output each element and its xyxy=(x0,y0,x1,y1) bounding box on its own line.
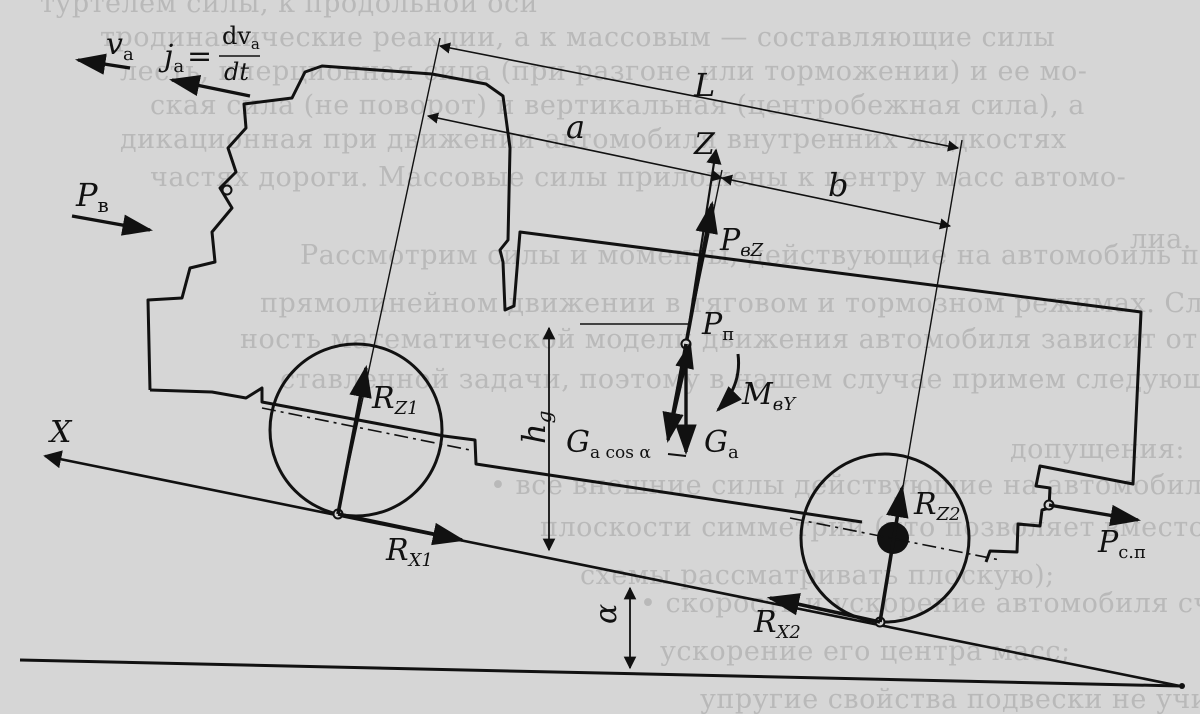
bg-line: прямолинейном движении в тяговом и тормо… xyxy=(260,288,1200,319)
front-axle-line xyxy=(261,407,471,451)
rear-normal-reaction-arrow xyxy=(878,484,909,623)
label-P-vZ: PвZ xyxy=(719,223,764,261)
lift-force-arrow xyxy=(684,200,718,345)
cab-hinge-dot xyxy=(221,184,233,196)
bg-line: плоскости симметрии (что позволяет вмест… xyxy=(540,512,1200,543)
label-j-numerator: dva xyxy=(222,22,260,53)
label-v-a: va xyxy=(106,27,134,65)
bg-line: ность математической модели движения авт… xyxy=(240,324,1200,355)
label-P-v: Pв xyxy=(75,176,109,217)
label-h-g: hg xyxy=(515,411,556,444)
label-Z: Z xyxy=(693,127,716,162)
velocity-arrow xyxy=(74,53,131,75)
vehicle-frame-lower xyxy=(149,386,863,524)
label-P-p: Pп xyxy=(701,307,734,345)
label-b: b xyxy=(828,166,848,204)
dim-a-line xyxy=(426,112,724,182)
hitch-force-arrow xyxy=(1048,503,1142,526)
label-R-X1: RX1 xyxy=(385,533,433,571)
bg-line: Рассмотрим силы и моменты, действующие н… xyxy=(300,240,1200,271)
label-R-Z2: RZ2 xyxy=(913,487,961,525)
moment-arc-arrow xyxy=(716,353,742,412)
label-M-vY: MвY xyxy=(741,377,797,415)
rear-tangential-reaction-arrow xyxy=(766,593,881,624)
dim-b-line xyxy=(720,174,952,230)
label-L: L xyxy=(693,66,715,104)
front-normal-reaction-arrow xyxy=(336,364,372,515)
label-j-denominator: dt xyxy=(224,58,249,86)
rear-axle-line xyxy=(789,517,1001,561)
vehicle-body-outline xyxy=(146,64,1143,563)
front-tangential-reaction-arrow xyxy=(337,512,466,546)
ground-line xyxy=(19,658,1181,688)
slope-x-axis xyxy=(43,450,1181,688)
bg-line: упругие свойства подвески не учитываются… xyxy=(700,684,1200,714)
air-drag-arrow xyxy=(71,214,154,236)
slope-origin-dot xyxy=(1179,683,1185,689)
bg-line: допущения: xyxy=(1010,434,1185,465)
label-j-a: ja= xyxy=(158,39,212,77)
gravity-triangle-base xyxy=(667,453,687,457)
acceleration-arrow xyxy=(169,75,251,98)
bg-line: лиа. xyxy=(1130,224,1192,255)
bg-line: туртелем силы, к продольной оси xyxy=(40,0,539,19)
label-a: a xyxy=(566,108,585,146)
label-G-a-cos: Ga cos α xyxy=(566,425,651,463)
label-R-X2: RX2 xyxy=(753,605,801,643)
bg-line: ускорение его центра масс; xyxy=(660,636,1071,667)
gravity-parallel-arrow xyxy=(666,341,694,441)
label-P-sp: Pс.п xyxy=(1097,525,1146,563)
dim-L-line xyxy=(438,42,960,152)
label-G-a: Ga xyxy=(704,425,739,463)
label-X: X xyxy=(48,415,73,450)
label-R-Z1: RZ1 xyxy=(371,381,419,419)
label-alpha: α xyxy=(589,604,624,624)
